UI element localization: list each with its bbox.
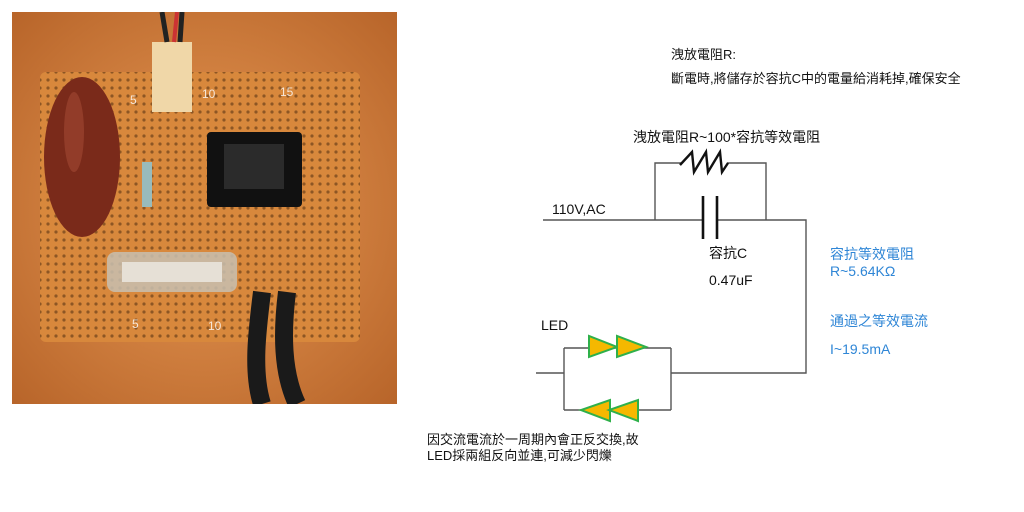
current-label: 通過之等效電流: [830, 313, 928, 329]
connector: [152, 42, 192, 112]
resistor-label: 洩放電阻R~100*容抗等效電阻: [633, 129, 821, 145]
board-number: 10: [208, 319, 222, 333]
resistor: [142, 162, 152, 207]
board-number: 10: [202, 87, 216, 101]
capacitor-label: 容抗C: [709, 245, 748, 261]
bleed-resistor-title: 洩放電阻R:: [671, 47, 737, 62]
led-label: LED: [541, 317, 569, 333]
source-label: 110V,AC: [552, 201, 606, 217]
bleed-resistor-description: 斷電時,將儲存於容抗C中的電量給消耗掉,確保安全: [671, 71, 961, 86]
board-number: 5: [132, 317, 139, 331]
wire-led-loop: [536, 347, 672, 411]
capacitor-symbol: [701, 196, 719, 239]
impedance-value: R~5.64KΩ: [830, 263, 896, 279]
led-reverse-1: [578, 398, 611, 423]
board-number: 15: [280, 85, 294, 99]
wire-bleed-loop: [654, 162, 767, 220]
wire-output: [671, 219, 807, 374]
footnote-line-2: LED採兩組反向並連,可減少閃爍: [427, 448, 612, 463]
resistor-symbol: [679, 148, 729, 176]
current-value: I~19.5mA: [830, 341, 891, 357]
footnote-line-1: 因交流電流於一周期內會正反交換,故: [427, 432, 639, 447]
capacitor-component: [44, 77, 120, 237]
impedance-label: 容抗等效電阻: [830, 246, 914, 262]
circuit-board-photo: 5 10 15 5 10: [12, 12, 397, 404]
led-forward-2: [616, 334, 649, 359]
capacitor-value: 0.47uF: [709, 272, 753, 288]
led-reverse-2: [606, 398, 639, 423]
power-cord: [247, 290, 306, 404]
led-forward-1: [588, 334, 620, 359]
board-number: 5: [130, 93, 137, 107]
